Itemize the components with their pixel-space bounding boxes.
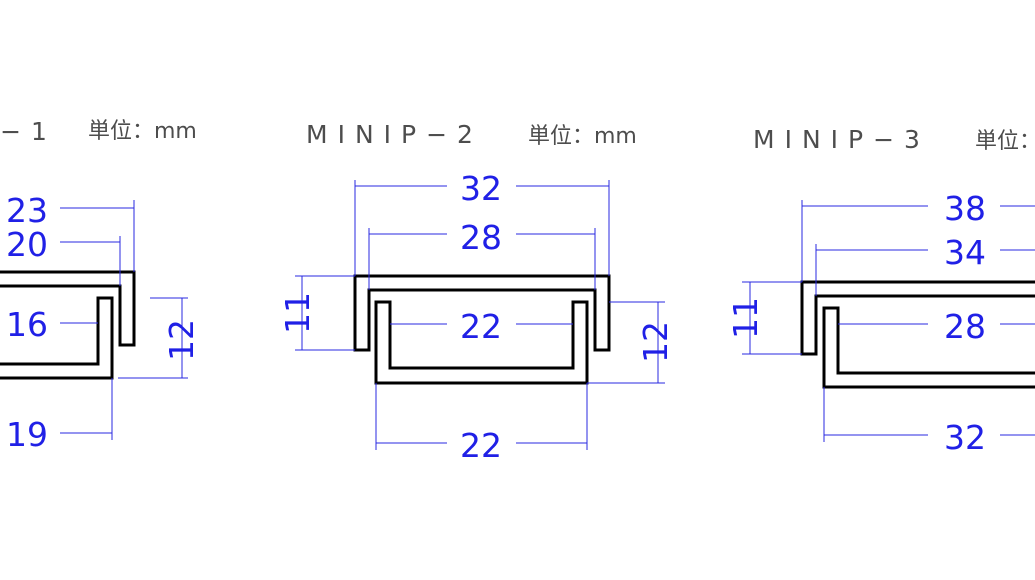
unit-label: 単位：mm xyxy=(88,119,197,144)
dim-outer-width: 38 xyxy=(944,189,986,228)
dimension-lines xyxy=(295,180,665,450)
dim-inner-width: 28 xyxy=(460,218,502,257)
dimension-lines xyxy=(60,200,188,440)
panel-minip-2: MINIP−2 単位：mm 32 28 2 xyxy=(278,120,675,465)
dim-outer-width: 23 xyxy=(6,191,48,230)
dim-side-right: 12 xyxy=(636,321,675,363)
panel-minip-3: MINIP−3 単位：mm 38 34 28 32 11 xyxy=(726,125,1035,457)
dim-inner-depth: 28 xyxy=(944,307,986,346)
dim-inner-depth: 16 xyxy=(6,305,48,344)
dim-bottom-width: 22 xyxy=(460,426,502,465)
dim-inner-width: 20 xyxy=(6,225,48,264)
panel-minip-1: MINIP−1 単位：mm 23 20 16 19 12 xyxy=(0,117,201,454)
dim-bottom-width: 32 xyxy=(944,418,986,457)
channel-profile xyxy=(800,280,1035,356)
channel-profile xyxy=(353,274,611,352)
channel-profile xyxy=(0,270,136,347)
panel-title: MINIP−1 xyxy=(0,117,57,146)
dim-side-height: 12 xyxy=(162,319,201,361)
inner-channel-profile xyxy=(822,306,1035,389)
inner-channel-profile xyxy=(374,300,589,385)
dim-side-left: 11 xyxy=(278,292,317,334)
panel-title: MINIP−3 xyxy=(753,125,930,154)
panel-title: MINIP−2 xyxy=(306,120,483,149)
unit-label: 単位：mm xyxy=(975,129,1035,154)
inner-channel-profile xyxy=(0,296,114,380)
dim-inner-width: 34 xyxy=(944,233,986,272)
unit-label: 単位：mm xyxy=(528,124,637,149)
dim-bottom-width: 19 xyxy=(6,415,48,454)
dimension-lines xyxy=(742,200,1035,442)
dim-inner-depth: 22 xyxy=(460,307,502,346)
dim-side-left: 11 xyxy=(726,297,765,339)
dim-outer-width: 32 xyxy=(460,169,502,208)
